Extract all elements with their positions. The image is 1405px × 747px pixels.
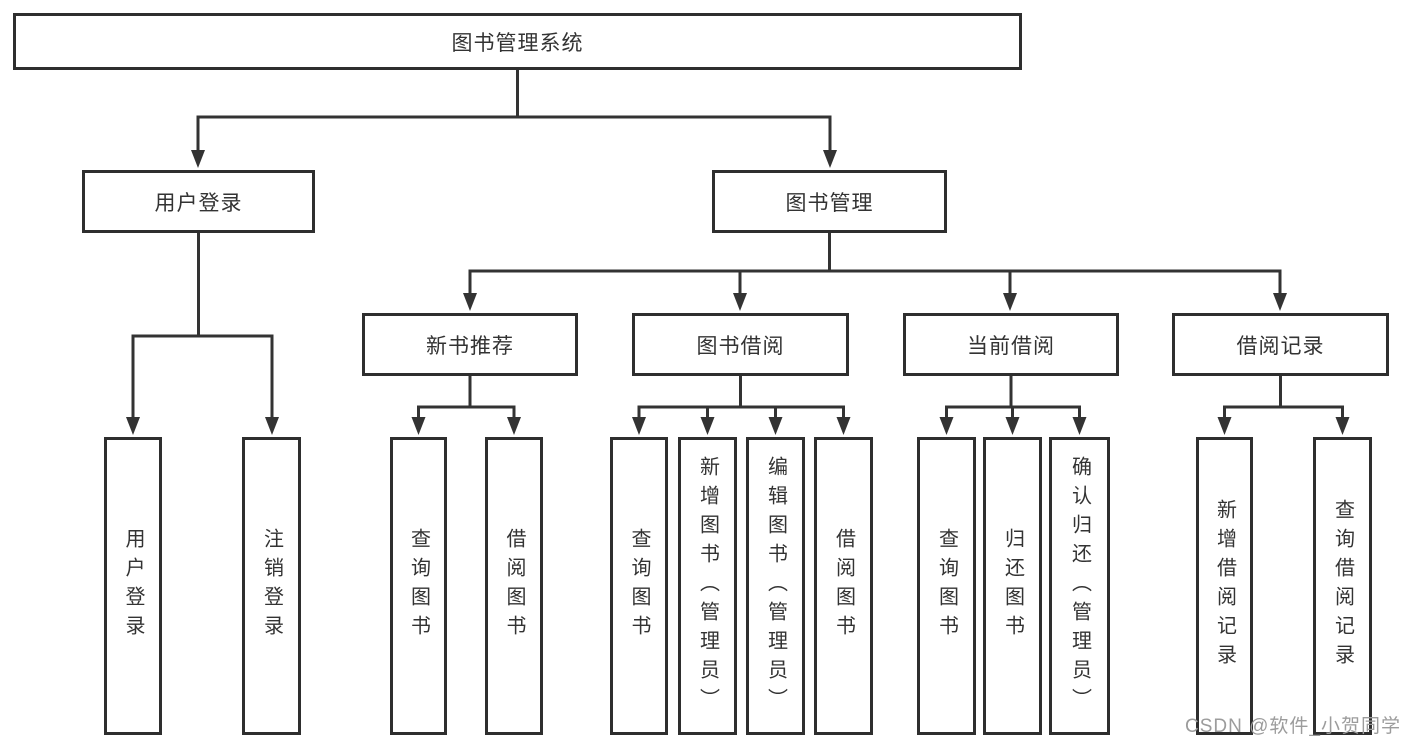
node-book-management: 图书管理 [712,170,947,233]
leaf-borrow-books: 借阅图书 [814,437,873,735]
node-current-borrow-label: 当前借阅 [967,334,1055,358]
leaf-query-borrow-record: 查询借阅记录 [1313,437,1372,735]
connector-current-borrow-to-leaves [939,374,1087,435]
node-user-login: 用户登录 [82,170,315,233]
leaf-confirm-return-admin: 确认归还（管理员） [1049,437,1110,735]
leaf-query-books-current-label: 查询图书 [935,528,958,644]
leaf-add-borrow-record: 新增借阅记录 [1196,437,1253,735]
leaf-add-books-admin-label: 新增图书（管理员） [696,455,719,717]
leaf-query-borrow-record-label: 查询借阅记录 [1331,499,1354,673]
leaf-edit-books-admin-label: 编辑图书（管理员） [764,455,787,717]
leaf-add-borrow-record-label: 新增借阅记录 [1213,499,1236,673]
leaf-confirm-return-admin-label: 确认归还（管理员） [1068,455,1091,717]
leaf-query-books-recommend: 查询图书 [390,437,447,735]
node-borrow-records: 借阅记录 [1172,313,1389,376]
node-new-book-recommend-label: 新书推荐 [426,334,514,358]
connector-root-to-level2 [191,68,837,168]
leaf-query-books-recommend-label: 查询图书 [407,528,430,644]
connector-book-management-to-groups [463,231,1287,311]
leaf-user-login: 用户登录 [104,437,162,735]
node-book-borrow: 图书借阅 [632,313,849,376]
node-root-label: 图书管理系统 [451,31,584,55]
leaf-query-books-borrow: 查询图书 [610,437,668,735]
leaf-add-books-admin: 新增图书（管理员） [678,437,737,735]
connector-user-login-to-leaves [126,231,279,435]
leaf-return-books: 归还图书 [983,437,1042,735]
leaf-borrow-books-recommend-label: 借阅图书 [503,528,525,644]
connector-book-borrow-to-leaves [632,374,851,435]
node-new-book-recommend: 新书推荐 [362,313,578,376]
connector-borrow-records-to-leaves [1217,374,1350,435]
csdn-watermark: CSDN @软件_小贺同学 [1185,716,1401,737]
leaf-query-books-borrow-label: 查询图书 [628,528,650,644]
leaf-logout: 注销登录 [242,437,301,735]
leaf-edit-books-admin: 编辑图书（管理员） [746,437,805,735]
node-book-management-label: 图书管理 [785,191,874,215]
leaf-return-books-label: 归还图书 [1001,528,1024,644]
node-current-borrow: 当前借阅 [903,313,1119,376]
node-root: 图书管理系统 [13,13,1022,70]
leaf-user-login-label: 用户登录 [122,528,144,644]
connector-new-book-recommend-to-leaves [411,374,521,435]
node-borrow-records-label: 借阅记录 [1236,334,1325,358]
leaf-borrow-books-recommend: 借阅图书 [485,437,543,735]
node-user-login-label: 用户登录 [154,191,243,215]
leaf-borrow-books-label: 借阅图书 [832,528,855,644]
node-book-borrow-label: 图书借阅 [696,334,785,358]
leaf-logout-label: 注销登录 [260,528,283,644]
leaf-query-books-current: 查询图书 [917,437,976,735]
